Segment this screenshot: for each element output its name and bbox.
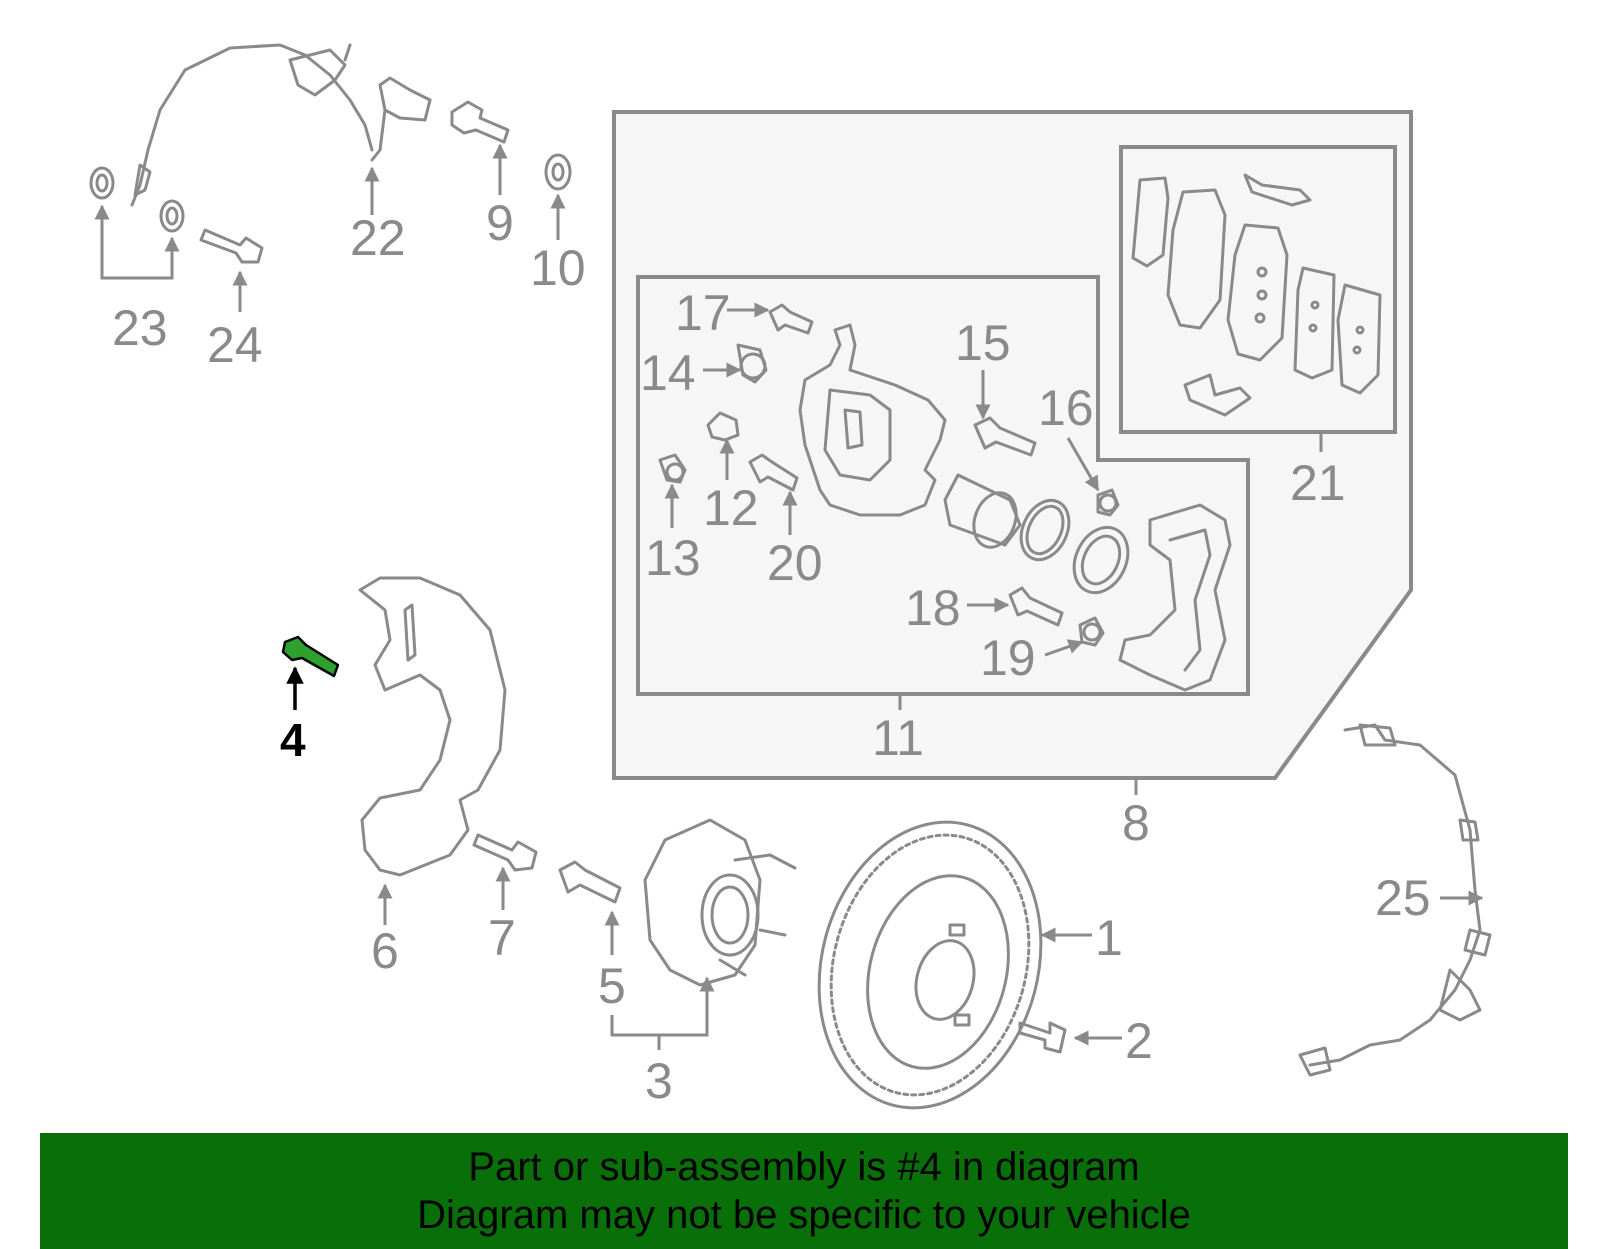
callout-24: 24: [207, 317, 263, 373]
wheel-speed-sensor-icon: [1298, 723, 1492, 1077]
hub-bearing-icon: [643, 818, 797, 987]
callout-7: 7: [488, 910, 516, 966]
screw-2-icon: [1018, 1021, 1067, 1054]
callout-4[interactable]: 4: [280, 714, 306, 766]
callout-18: 18: [905, 580, 961, 636]
guide-pin-15-icon: [973, 416, 1037, 457]
caliper-bracket-icon: [1118, 503, 1232, 692]
callout-11: 11: [872, 710, 924, 766]
bolt-7-icon: [472, 833, 538, 872]
bleeder-cap-12-icon: [706, 411, 740, 442]
callout-16: 16: [1038, 380, 1094, 436]
callout-20: 20: [767, 535, 823, 591]
callout-25: 25: [1375, 870, 1431, 926]
callout-3: 3: [645, 1053, 673, 1109]
plug-13-icon: [658, 453, 687, 484]
callout-10: 10: [530, 240, 586, 296]
bolt-9-icon: [450, 100, 510, 144]
washer-10-icon: [544, 153, 572, 191]
callout-19: 19: [980, 630, 1036, 686]
boot-19-icon: [1078, 616, 1105, 647]
callout-15: 15: [955, 315, 1011, 371]
brake-rotor-icon: [817, 820, 1043, 1110]
caliper-body-icon: [798, 323, 947, 517]
brake-hose-22-icon: [130, 43, 432, 207]
bolt-20-icon: [748, 453, 799, 492]
caliper-box-11: [636, 275, 1250, 696]
washer-23a-icon: [89, 166, 115, 200]
callout-9: 9: [486, 195, 514, 251]
dust-boot-icon: [1072, 525, 1130, 595]
callout-14: 14: [640, 345, 696, 401]
banner-line-1: Part or sub-assembly is #4 in diagram: [468, 1145, 1140, 1189]
callout-8: 8: [1122, 795, 1150, 851]
piston-seal-icon: [1019, 498, 1071, 562]
callout-6: 6: [371, 923, 399, 979]
wheel-stud-icon: [558, 860, 622, 904]
callout-12: 12: [703, 480, 759, 536]
caliper-piston-icon: [943, 473, 1022, 549]
info-banner: Part or sub-assembly is #4 in diagram Di…: [40, 1133, 1568, 1249]
brake-pads-icon: [1131, 173, 1382, 417]
callout-23: 23: [112, 300, 168, 356]
banner-line-2: Diagram may not be specific to your vehi…: [417, 1193, 1191, 1237]
callout-1: 1: [1095, 910, 1123, 966]
callout-17: 17: [675, 285, 731, 341]
callout-22: 22: [350, 210, 406, 266]
callout-5: 5: [598, 958, 626, 1014]
bolt-17-icon: [768, 303, 814, 335]
callout-2: 2: [1125, 1013, 1153, 1069]
highlighted-bolt-4-icon[interactable]: [281, 635, 340, 678]
boot-16-icon: [1096, 488, 1120, 517]
leader-lines: [94, 143, 1484, 1050]
bolt-24-icon: [199, 228, 264, 264]
dust-shield-icon: [358, 576, 507, 877]
callout-21: 21: [1290, 455, 1346, 511]
guide-pin-18-icon: [1008, 586, 1064, 627]
washer-23b-icon: [159, 199, 185, 233]
callout-13: 13: [645, 530, 701, 586]
